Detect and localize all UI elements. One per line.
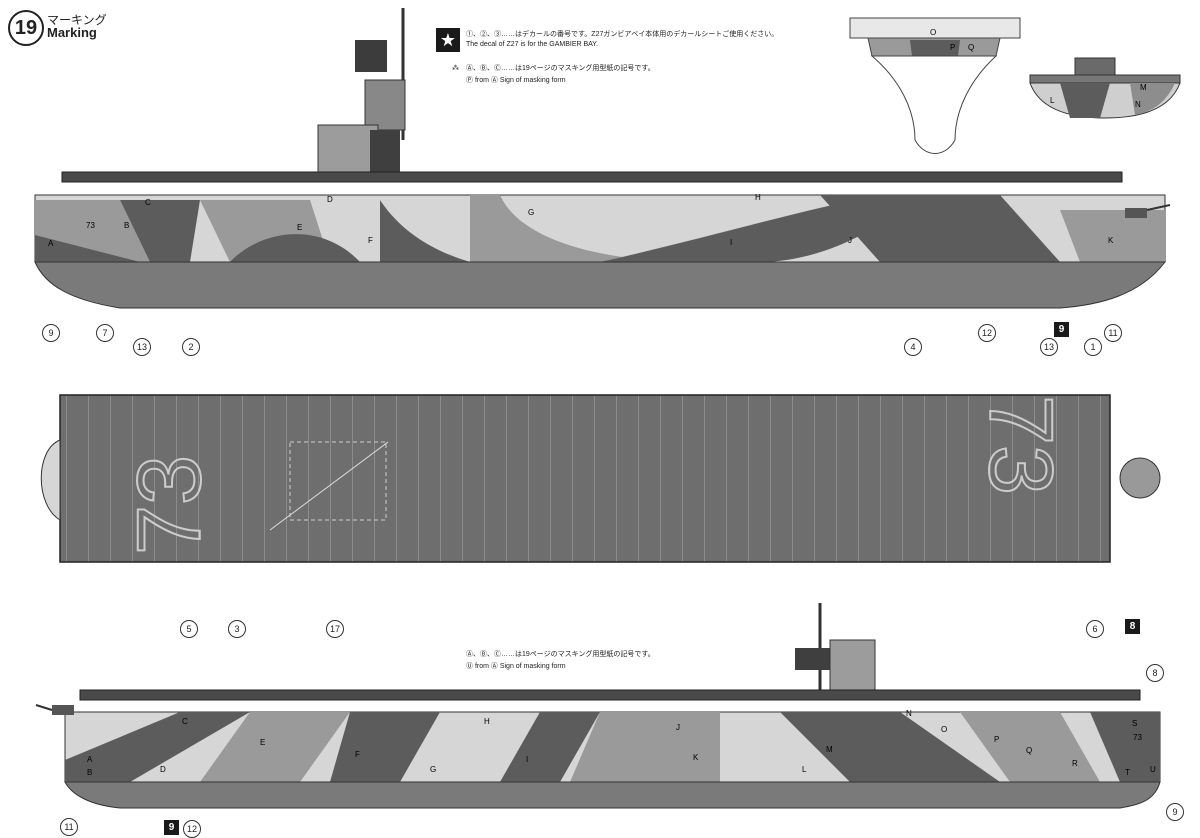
callout-decal-12-b: 12 <box>183 820 201 838</box>
svg-text:A: A <box>87 755 93 764</box>
callout-decal-9: 9 <box>42 324 60 342</box>
svg-text:H: H <box>755 193 761 202</box>
masking-symbol-icon: ⁂ <box>452 65 459 72</box>
svg-text:E: E <box>260 738 265 747</box>
svg-text:L: L <box>802 765 807 774</box>
svg-text:H: H <box>484 717 490 726</box>
svg-text:D: D <box>327 195 333 204</box>
callout-decal-13-fore: 13 <box>133 338 151 356</box>
svg-text:K: K <box>1108 236 1114 245</box>
svg-text:N: N <box>906 709 912 718</box>
callout-decal-4: 4 <box>904 338 922 356</box>
svg-text:B: B <box>87 768 92 777</box>
svg-text:J: J <box>848 236 852 245</box>
svg-text:G: G <box>430 765 436 774</box>
svg-text:C: C <box>182 717 188 726</box>
svg-text:F: F <box>368 236 373 245</box>
title-english: Marking <box>47 25 97 40</box>
stern-letter-l: L <box>1050 96 1055 105</box>
svg-text:C: C <box>145 198 151 207</box>
top-view: 73 73 <box>40 394 1161 563</box>
note-masking-jp-2: Ⓐ、Ⓑ、Ⓒ……は19ページのマスキング用型紙の記号です。 <box>466 651 655 658</box>
svg-text:U: U <box>1150 765 1156 774</box>
badge-step-9-b: 9 <box>164 820 179 835</box>
badge-step-9: 9 <box>1054 322 1069 337</box>
side-view-2 <box>35 603 1161 809</box>
note-masking-en-2: Ⓤ from Ⓐ Sign of masking form <box>466 663 566 670</box>
bow-view <box>849 17 1021 154</box>
bow-letter-q: Q <box>968 43 974 52</box>
svg-text:D: D <box>160 765 166 774</box>
badge-step-8: 8 <box>1125 619 1140 634</box>
svg-text:K: K <box>693 753 699 762</box>
callout-decal-12: 12 <box>978 324 996 342</box>
svg-text:O: O <box>941 725 947 734</box>
callout-decal-7: 7 <box>96 324 114 342</box>
callout-decal-3: 3 <box>228 620 246 638</box>
callout-decal-11-b: 11 <box>60 818 78 836</box>
note-decal-jp: ①、②、③……はデカールの番号です。Z27ガンビアベイ本体用のデカールシートご使… <box>466 31 779 38</box>
svg-text:R: R <box>1072 759 1078 768</box>
callout-decal-17: 17 <box>326 620 344 638</box>
note-decal-en: The decal of Z27 is for the GAMBIER BAY. <box>466 41 599 48</box>
callout-decal-1: 1 <box>1084 338 1102 356</box>
note-masking-jp: Ⓐ、Ⓑ、Ⓒ……は19ページのマスキング用型紙の記号です。 <box>466 65 655 72</box>
svg-text:S: S <box>1132 719 1137 728</box>
callout-decal-5: 5 <box>180 620 198 638</box>
callout-decal-8: 8 <box>1146 664 1164 682</box>
svg-text:73: 73 <box>120 455 220 555</box>
step-number: 19 <box>8 10 44 46</box>
svg-text:T: T <box>1125 768 1130 777</box>
svg-text:P: P <box>994 735 999 744</box>
side-view-1-masking-letters: A B C D E F G H I J K <box>48 193 1114 248</box>
bow-letter-o: O <box>930 28 936 37</box>
note-masking-en: Ⓟ from Ⓐ Sign of masking form <box>466 77 566 84</box>
title-japanese: マーキング <box>47 13 107 27</box>
svg-text:E: E <box>297 223 302 232</box>
callout-decal-9-b: 9 <box>1166 803 1184 821</box>
svg-text:F: F <box>355 750 360 759</box>
stern-view <box>1029 57 1181 119</box>
bow-letter-p: P <box>950 43 955 52</box>
callout-decal-6: 6 <box>1086 620 1104 638</box>
svg-text:A: A <box>48 239 54 248</box>
star-icon: ★ <box>436 28 460 52</box>
hull-number-side-2: 73 <box>1133 733 1142 742</box>
svg-text:J: J <box>676 723 680 732</box>
side-view-2-masking-letters: A B C D E F G H I J K L M N O P Q R S T … <box>87 709 1156 777</box>
svg-text:I: I <box>730 238 732 247</box>
callout-decal-11: 11 <box>1104 324 1122 342</box>
stern-letter-n: N <box>1135 100 1141 109</box>
svg-text:M: M <box>826 745 833 754</box>
svg-text:I: I <box>526 755 528 764</box>
callout-decal-13-aft: 13 <box>1040 338 1058 356</box>
callout-decal-2: 2 <box>182 338 200 356</box>
svg-text:G: G <box>528 208 534 217</box>
stern-letter-m: M <box>1140 83 1147 92</box>
side-view-1 <box>34 8 1171 309</box>
svg-text:B: B <box>124 221 129 230</box>
svg-text:73: 73 <box>970 395 1070 495</box>
svg-text:Q: Q <box>1026 746 1032 755</box>
hull-number-side-1: 73 <box>86 221 95 230</box>
